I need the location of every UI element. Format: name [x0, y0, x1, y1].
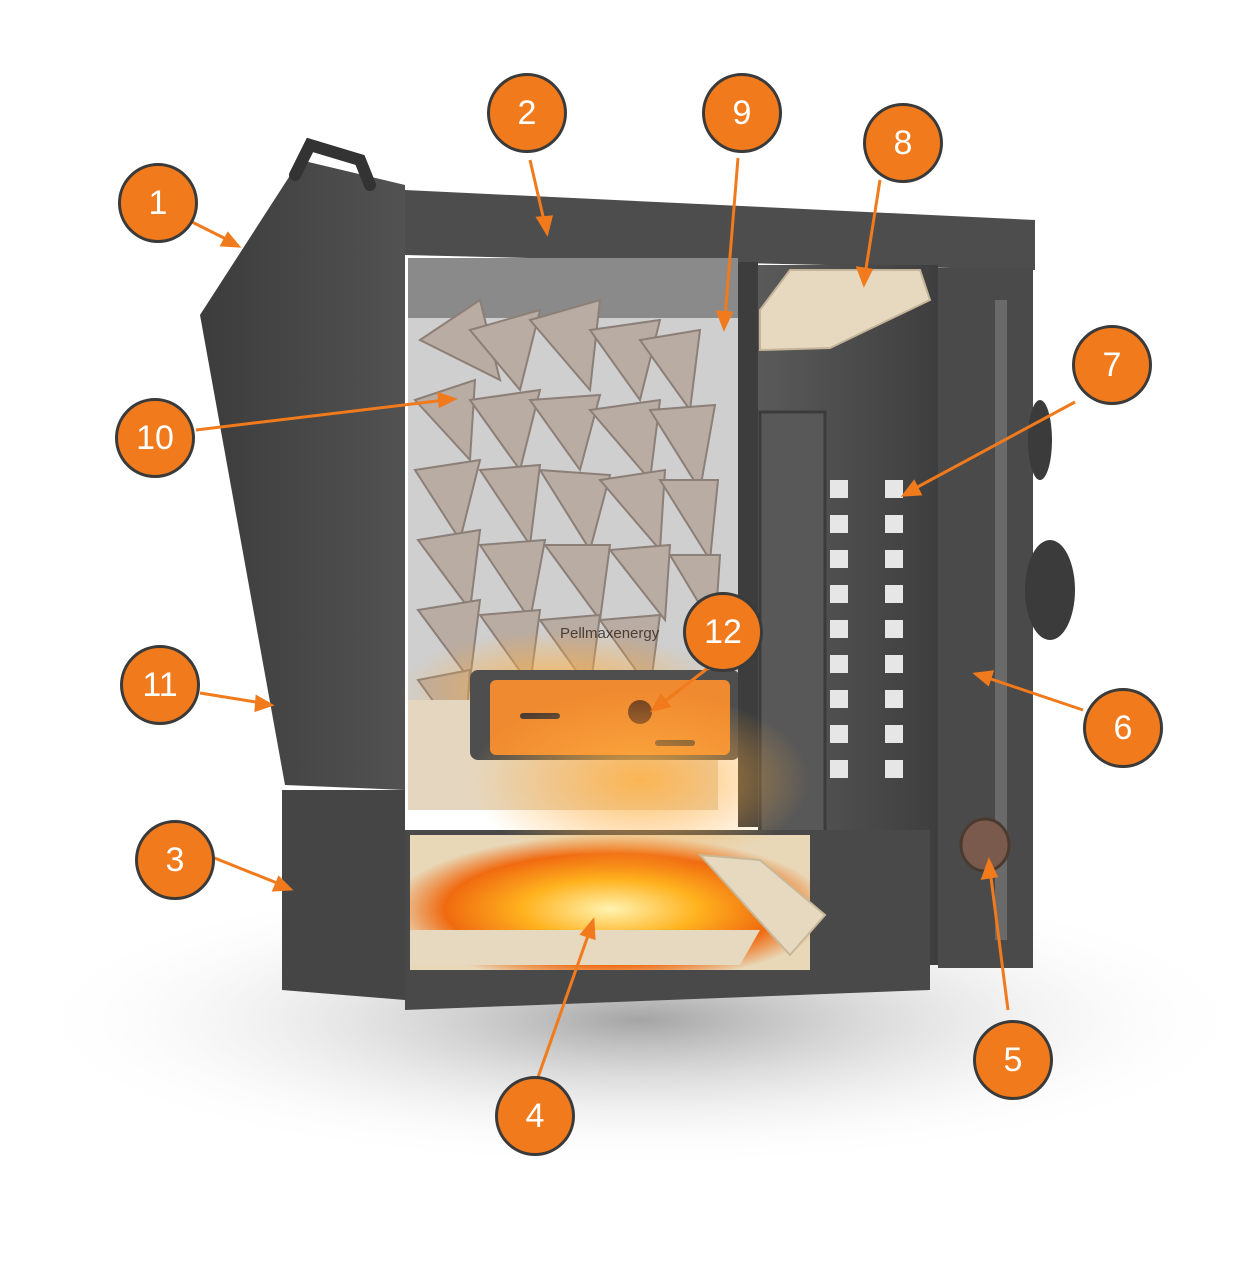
refractory-slope — [697, 853, 827, 957]
callout-12: 12 — [683, 592, 763, 672]
exchanger-fins — [830, 480, 903, 778]
water-pipe — [959, 817, 1011, 873]
firewood-stack — [413, 298, 722, 748]
callout-11: 11 — [120, 645, 200, 725]
leader-lines — [191, 157, 1084, 1081]
divider-wall — [738, 262, 758, 827]
jacket-edge — [995, 300, 1007, 940]
top-insulation — [759, 269, 932, 352]
base-left — [282, 790, 405, 1000]
fan-housing — [1025, 540, 1075, 640]
callout-2: 2 — [487, 73, 567, 153]
callout-10: 10 — [115, 398, 195, 478]
left-housing — [200, 160, 405, 790]
callout-3: 3 — [135, 820, 215, 900]
top-handle — [289, 137, 376, 191]
flame-glow — [470, 690, 810, 870]
callout-9: 9 — [702, 73, 782, 153]
brand-label: Pellmaxenergy — [560, 625, 660, 642]
callout-5: 5 — [973, 1020, 1053, 1100]
side-flange — [1028, 400, 1052, 480]
callout-7: 7 — [1072, 325, 1152, 405]
top-lid — [405, 190, 1035, 270]
callout-1: 1 — [118, 163, 198, 243]
callout-6: 6 — [1083, 688, 1163, 768]
callout-8: 8 — [863, 103, 943, 183]
callout-4: 4 — [495, 1076, 575, 1156]
